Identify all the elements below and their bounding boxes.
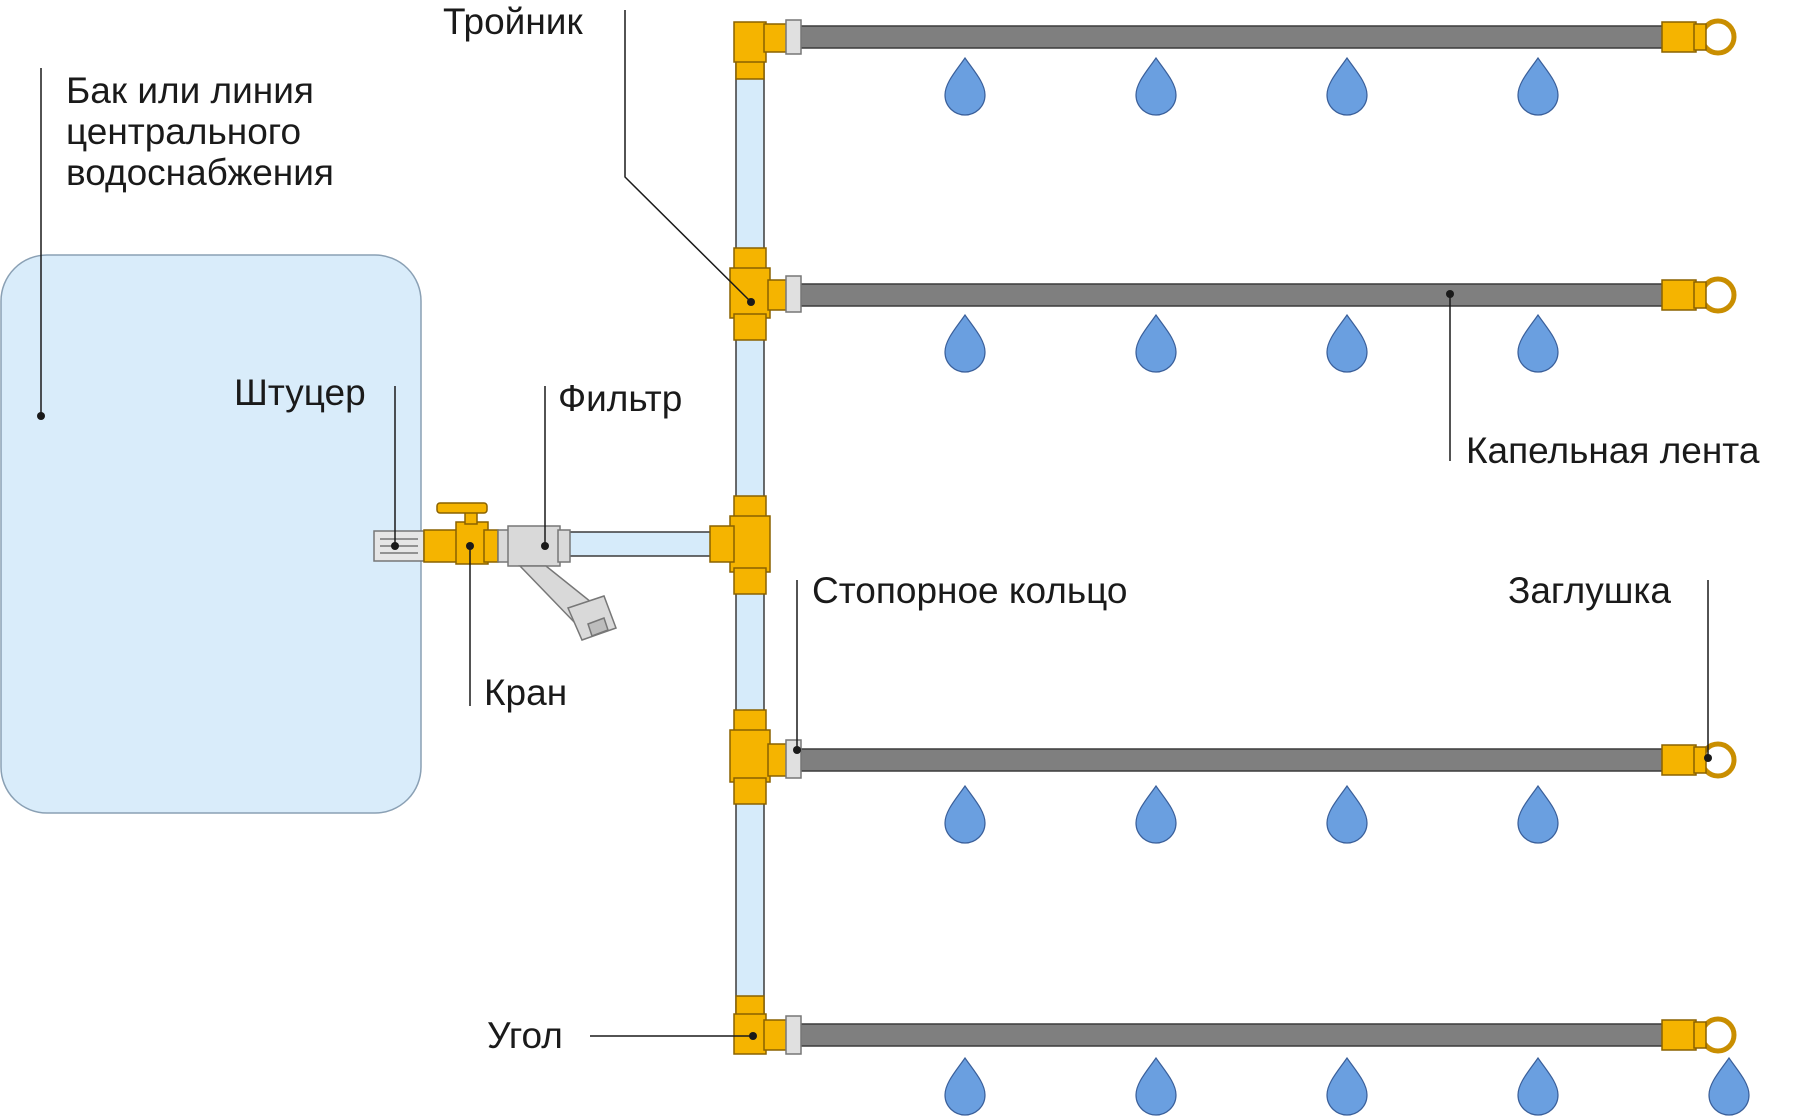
water-drop-icon (1326, 785, 1368, 844)
tee-3 (729, 709, 802, 805)
drip-tape-1 (799, 25, 1667, 49)
drip-tape-3 (799, 748, 1667, 772)
supply-pipe (559, 531, 713, 557)
water-drop-icon (944, 1057, 986, 1116)
water-drop-icon (1135, 1057, 1177, 1116)
leader-dots (37, 290, 1712, 1040)
water-drop-icon (944, 314, 986, 373)
ball-valve-icon (423, 502, 499, 565)
end-plug-icon (1661, 741, 1737, 779)
water-drop-icon (944, 57, 986, 116)
water-drop-icon (1517, 314, 1559, 373)
water-drop-icon (944, 785, 986, 844)
end-plug-icon (1661, 18, 1737, 56)
drip-tape-2 (799, 283, 1667, 307)
label-drip-tape: Капельная лента (1466, 430, 1760, 471)
label-tee: Тройник (443, 1, 583, 42)
water-drop-icon (1517, 1057, 1559, 1116)
label-fitting: Штуцер (234, 372, 366, 413)
drip-tape-4 (799, 1023, 1667, 1047)
water-drop-icon (1708, 1057, 1750, 1116)
leader-tee (624, 10, 752, 303)
label-plug: Заглушка (1508, 570, 1671, 611)
y-filter-icon (497, 525, 617, 641)
water-drop-icon (1517, 785, 1559, 844)
leader-lines (40, 10, 1709, 1037)
water-drop-icon (1135, 314, 1177, 373)
elbow-top (733, 19, 802, 80)
label-filter: Фильтр (558, 378, 683, 419)
label-tank: Бак или линия центрального водоснабжения (66, 70, 334, 193)
label-lock-ring: Стопорное кольцо (812, 570, 1128, 611)
water-drop-icon (1326, 1057, 1368, 1116)
label-elbow: Угол (487, 1015, 563, 1056)
label-valve: Кран (484, 672, 568, 713)
water-drop-icon (1326, 314, 1368, 373)
water-drop-icon (1135, 785, 1177, 844)
tee-2 (729, 247, 802, 341)
water-drop-icon (1517, 57, 1559, 116)
water-drop-icon (1135, 57, 1177, 116)
water-tank (0, 254, 422, 814)
drip-tapes (799, 25, 1667, 1047)
end-plug-icon (1661, 1016, 1737, 1054)
end-plug-icon (1661, 276, 1737, 314)
end-plugs (1661, 18, 1737, 1054)
elbow-bottom (733, 995, 802, 1055)
water-drop-icon (1326, 57, 1368, 116)
tee-supply (709, 495, 771, 595)
